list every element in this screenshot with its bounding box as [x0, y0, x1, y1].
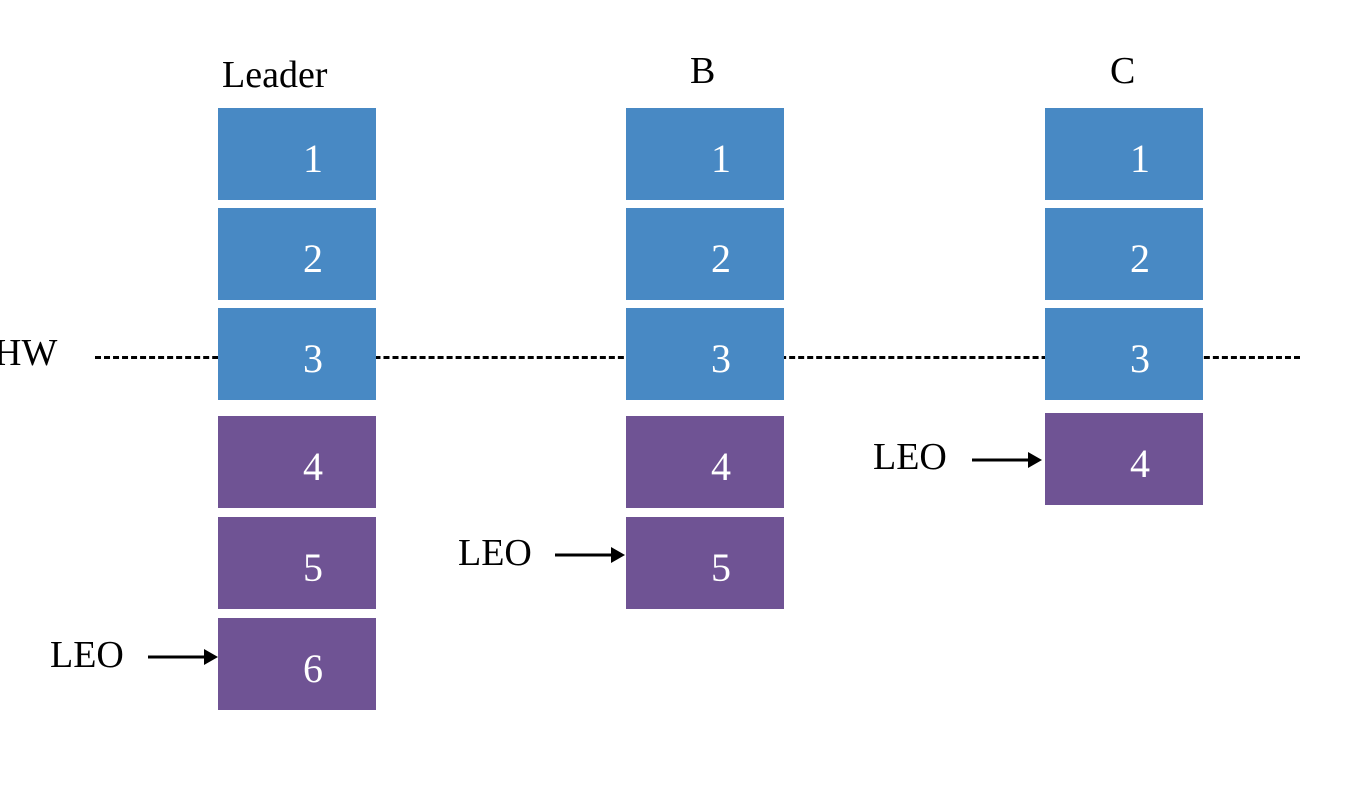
log-block-1: 1 [626, 108, 784, 200]
log-block-1: 1 [218, 108, 376, 200]
log-block-number: 2 [1130, 235, 1150, 281]
hw-label: HW [0, 332, 58, 374]
log-block-number: 5 [711, 544, 731, 590]
log-block-6: 6 [218, 618, 376, 710]
log-block-2: 2 [218, 208, 376, 300]
leo-label-a: LEO [50, 634, 124, 676]
log-block-number: 1 [303, 135, 323, 181]
log-block-5: 5 [218, 517, 376, 609]
leo-arrow-b [555, 543, 625, 567]
log-block-number: 3 [303, 335, 323, 381]
log-block-number: 4 [303, 443, 323, 489]
log-block-4: 4 [1045, 413, 1203, 505]
log-block-2: 2 [1045, 208, 1203, 300]
log-block-3: 3 [1045, 308, 1203, 400]
log-block-number: 4 [1130, 440, 1150, 486]
leader-header-line-1: Leader [222, 54, 328, 96]
log-block-4: 4 [626, 416, 784, 508]
log-block-5: 5 [626, 517, 784, 609]
log-block-number: 1 [1130, 135, 1150, 181]
log-block-number: 5 [303, 544, 323, 590]
log-block-number: 3 [1130, 335, 1150, 381]
leo-label-b: LEO [458, 532, 532, 574]
log-block-number: 4 [711, 443, 731, 489]
log-block-2: 2 [626, 208, 784, 300]
log-block-1: 1 [1045, 108, 1203, 200]
replica-c-header: C [1110, 50, 1136, 92]
log-block-number: 1 [711, 135, 731, 181]
log-block-number: 2 [711, 235, 731, 281]
leo-arrow-a [148, 645, 218, 669]
leo-label-c: LEO [873, 436, 947, 478]
log-block-number: 6 [303, 645, 323, 691]
log-block-number: 2 [303, 235, 323, 281]
leo-arrow-c [972, 448, 1042, 472]
log-block-3: 3 [626, 308, 784, 400]
log-block-number: 3 [711, 335, 731, 381]
replica-b-header: B [690, 50, 716, 92]
log-block-3: 3 [218, 308, 376, 400]
log-block-4: 4 [218, 416, 376, 508]
